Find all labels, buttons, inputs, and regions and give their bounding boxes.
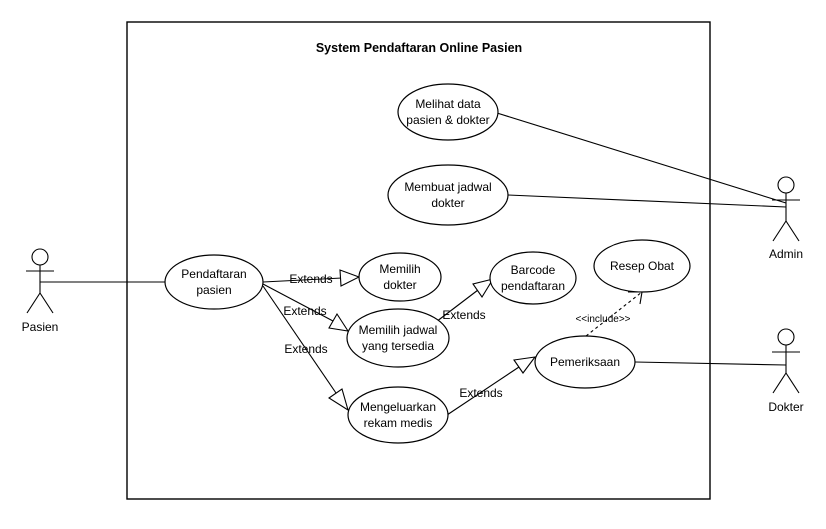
svg-text:Memilih: Memilih bbox=[379, 262, 420, 276]
svg-text:pendaftaran: pendaftaran bbox=[501, 279, 565, 293]
extends-pendaftaran-rekam-medis: Extends bbox=[262, 285, 349, 412]
stick-figure-icon bbox=[772, 328, 800, 394]
actor-label: Dokter bbox=[768, 400, 803, 414]
actor-label: Admin bbox=[769, 247, 803, 261]
use-case-memilih-dokter: Memilih dokter bbox=[358, 252, 442, 302]
system-title: System Pendaftaran Online Pasien bbox=[316, 41, 522, 55]
use-case-rekam-medis: Mengeluarkan rekam medis bbox=[347, 386, 449, 444]
extends-label: Extends bbox=[442, 308, 485, 322]
svg-text:Barcode: Barcode bbox=[511, 263, 556, 277]
svg-text:dokter: dokter bbox=[431, 196, 464, 210]
svg-text:Mengeluarkan: Mengeluarkan bbox=[360, 400, 436, 414]
svg-text:Pemeriksaan: Pemeriksaan bbox=[550, 355, 620, 369]
extends-label: Extends bbox=[283, 304, 326, 318]
use-case-membuat-jadwal: Membuat jadwal dokter bbox=[387, 164, 509, 226]
svg-text:dokter: dokter bbox=[383, 278, 416, 292]
actor-admin: Admin bbox=[769, 176, 803, 261]
svg-text:pasien: pasien bbox=[196, 283, 231, 297]
svg-text:Melihat data: Melihat data bbox=[415, 97, 481, 111]
use-case-pemeriksaan: Pemeriksaan bbox=[534, 335, 636, 389]
svg-text:Membuat jadwal: Membuat jadwal bbox=[404, 180, 491, 194]
actor-label: Pasien bbox=[22, 320, 59, 334]
svg-text:yang tersedia: yang tersedia bbox=[362, 339, 434, 353]
svg-text:Memilih jadwal: Memilih jadwal bbox=[359, 323, 438, 337]
extends-label: Extends bbox=[284, 342, 327, 356]
assoc-dokter-pemeriksaan bbox=[634, 361, 787, 366]
extends-rekam-medis-pemeriksaan: Extends bbox=[446, 356, 537, 416]
extends-label: Extends bbox=[289, 272, 332, 286]
assoc-admin-membuat-jadwal bbox=[507, 194, 787, 208]
svg-text:Pendaftaran: Pendaftaran bbox=[181, 267, 246, 281]
use-case-barcode: Barcode pendaftaran bbox=[489, 251, 577, 305]
svg-text:pasien & dokter: pasien & dokter bbox=[406, 113, 489, 127]
assoc-admin-melihat-data bbox=[496, 112, 787, 204]
use-case-resep-obat: Resep Obat bbox=[593, 239, 691, 293]
use-case-pendaftaran: Pendaftaran pasien bbox=[164, 254, 264, 310]
actor-pasien: Pasien bbox=[22, 248, 59, 334]
extends-jadwal-barcode: Extends bbox=[431, 278, 495, 326]
use-case-melihat-data: Melihat data pasien & dokter bbox=[397, 83, 499, 141]
include-label: <<include>> bbox=[575, 314, 630, 325]
actor-dokter: Dokter bbox=[768, 328, 804, 414]
svg-text:rekam medis: rekam medis bbox=[364, 416, 433, 430]
stick-figure-icon bbox=[772, 176, 800, 242]
stick-figure-icon bbox=[26, 248, 54, 314]
extends-pendaftaran-memilih-dokter: Extends bbox=[262, 269, 361, 287]
svg-text:Resep Obat: Resep Obat bbox=[610, 259, 675, 273]
use-case-memilih-jadwal: Memilih jadwal yang tersedia bbox=[346, 308, 450, 368]
extends-pendaftaran-memilih-jadwal: Extends bbox=[262, 283, 350, 332]
extends-label: Extends bbox=[459, 386, 502, 400]
